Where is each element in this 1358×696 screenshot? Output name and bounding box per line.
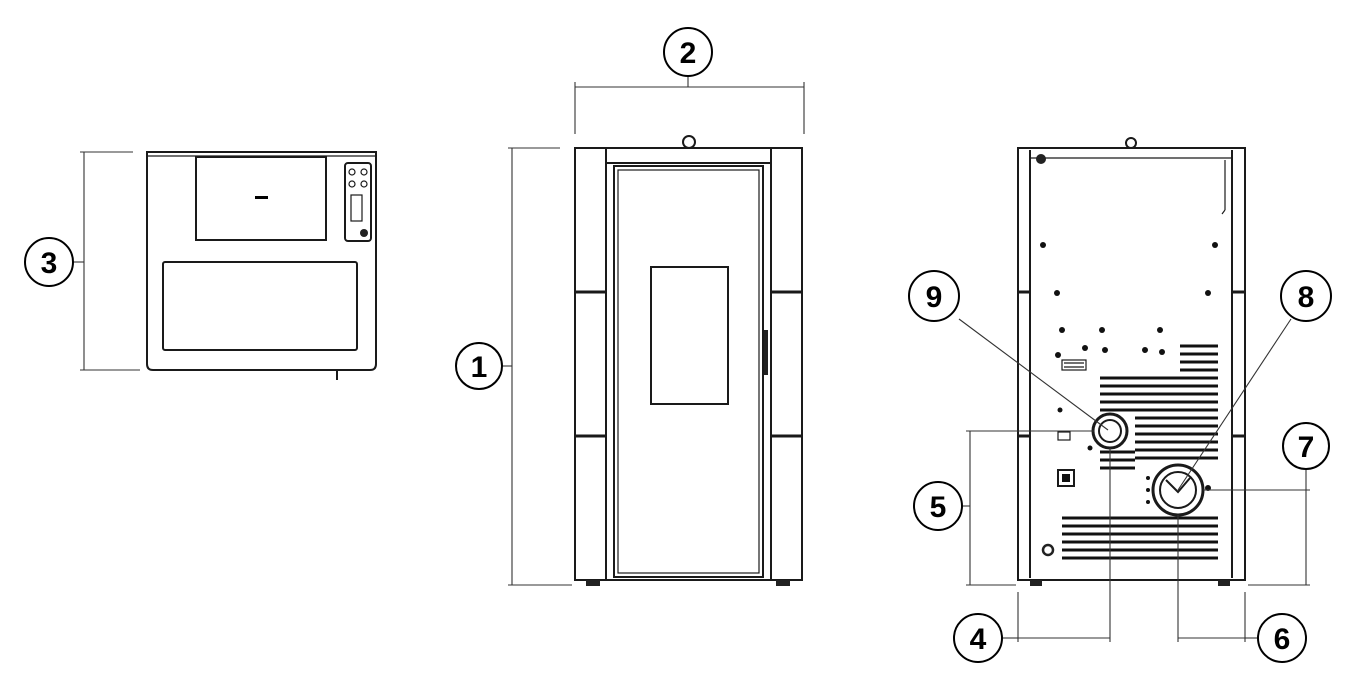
rear-body [1017, 147, 1246, 581]
flue-outlet-pipe-icon [1159, 471, 1197, 509]
front-view [502, 76, 805, 586]
callout-8: 8 [1280, 270, 1332, 322]
callout-9: 9 [908, 270, 960, 322]
door-window [650, 266, 729, 405]
rear-flue-cap-icon [1125, 137, 1137, 149]
callout-label-6: 6 [1274, 623, 1291, 656]
rear-view [958, 137, 1310, 642]
callout-label-5: 5 [930, 491, 947, 524]
air-inlet-pipe-icon [1098, 419, 1122, 443]
rear-screw-icon [1041, 543, 1055, 557]
callout-circle [24, 237, 74, 287]
callout-circle [1282, 422, 1330, 470]
leader-line-8 [1177, 318, 1292, 491]
callout-label-2: 2 [680, 37, 697, 70]
top-view-outline [146, 151, 377, 371]
rear-screw-icon [1036, 154, 1046, 164]
control-button-icon [348, 168, 356, 176]
control-button-icon [360, 168, 368, 176]
flue-cap-icon [682, 135, 696, 149]
control-knob-icon [360, 229, 368, 237]
top-view-hopper [162, 261, 358, 351]
callout-3: 3 [24, 237, 74, 287]
callout-circle [953, 613, 1003, 663]
front-foot [586, 580, 600, 586]
control-button-icon [360, 180, 368, 188]
rating-plate [1061, 359, 1087, 371]
callout-circle [663, 27, 713, 77]
power-socket-icon [1057, 469, 1075, 487]
top-view [73, 151, 377, 380]
middle-vent-grill [1100, 450, 1135, 470]
callout-label-7: 7 [1298, 431, 1315, 464]
leader-line-9 [958, 318, 1109, 431]
callout-4: 4 [953, 613, 1003, 663]
control-button-icon [348, 180, 356, 188]
door-handle [764, 330, 768, 375]
front-door [613, 165, 764, 578]
callout-2: 2 [663, 27, 713, 77]
right-side-panel [770, 147, 803, 581]
callout-label-8: 8 [1298, 281, 1315, 314]
rear-foot [1218, 580, 1230, 586]
callout-label-9: 9 [926, 281, 943, 314]
callout-circle [1280, 270, 1332, 322]
switch-icon [1057, 431, 1071, 441]
lower-vent-grill [1062, 516, 1218, 560]
rear-foot [1030, 580, 1042, 586]
flue-outlet-pipe-icon [1165, 477, 1191, 494]
fixing-holes [1040, 242, 1218, 504]
control-panel [344, 162, 372, 242]
callout-circle [908, 270, 960, 322]
top-view-lid [195, 156, 327, 241]
callout-circle [913, 481, 963, 531]
front-foot [776, 580, 790, 586]
callout-5: 5 [913, 481, 963, 531]
callout-7: 7 [1282, 422, 1330, 470]
rear-bracket [1221, 209, 1226, 215]
callout-label-3: 3 [41, 247, 58, 280]
control-display [350, 194, 363, 222]
lid-handle [255, 196, 268, 199]
callout-label-4: 4 [970, 623, 987, 656]
callout-circle [455, 342, 503, 390]
upper-vent-grill [1100, 344, 1218, 460]
callout-label-1: 1 [471, 351, 488, 384]
callout-6: 6 [1257, 613, 1307, 663]
left-side-panel [574, 147, 607, 581]
power-socket-icon [1062, 474, 1070, 482]
callout-circle [1257, 613, 1307, 663]
door-inner-frame [617, 169, 760, 574]
callout-1: 1 [455, 342, 503, 390]
